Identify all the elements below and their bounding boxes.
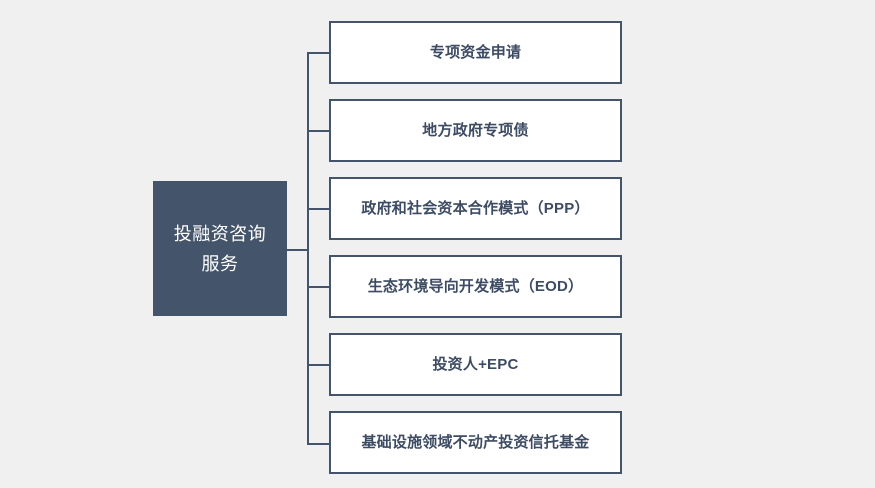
child-node-3[interactable]: 政府和社会资本合作模式（PPP） [329, 177, 622, 240]
child-node-label-3: 政府和社会资本合作模式（PPP） [361, 199, 590, 217]
connector-stub-2 [307, 130, 331, 132]
child-node-label-1: 专项资金申请 [429, 43, 522, 61]
child-node-4[interactable]: 生态环境导向开发模式（EOD） [329, 255, 622, 318]
child-node-2[interactable]: 地方政府专项债 [329, 99, 622, 162]
child-node-label-2: 地方政府专项债 [422, 121, 529, 139]
connector-root-stub [287, 249, 309, 251]
connector-stub-5 [307, 364, 331, 366]
connector-stub-3 [307, 208, 331, 210]
child-node-5[interactable]: 投资人+EPC [329, 333, 622, 396]
root-node-label: 投融资咨询 服务 [173, 223, 267, 274]
child-node-1[interactable]: 专项资金申请 [329, 21, 622, 84]
child-node-6[interactable]: 基础设施领域不动产投资信托基金 [329, 411, 622, 474]
connector-stub-1 [307, 52, 331, 54]
connector-stub-4 [307, 286, 331, 288]
connector-trunk [307, 52, 309, 445]
root-node[interactable]: 投融资咨询 服务 [153, 181, 287, 316]
child-node-label-5: 投资人+EPC [432, 355, 519, 373]
child-node-label-4: 生态环境导向开发模式（EOD） [367, 277, 584, 295]
child-node-label-6: 基础设施领域不动产投资信托基金 [361, 433, 590, 451]
connector-stub-6 [307, 443, 331, 445]
